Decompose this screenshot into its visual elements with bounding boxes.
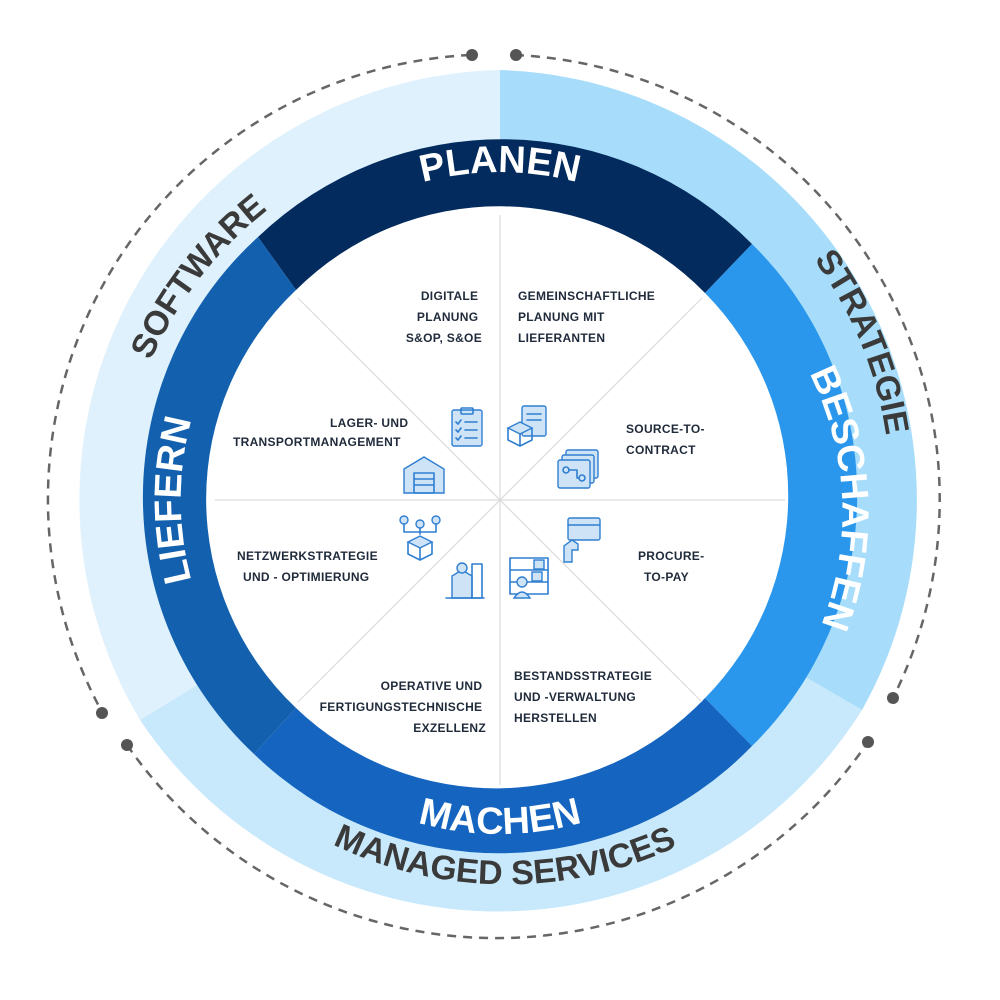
segment-netzwerkstrategie: NETZWERKSTRATEGIE UND - OPTIMIERUNG bbox=[237, 549, 382, 584]
network-box-icon bbox=[399, 515, 441, 561]
dashed-arcs bbox=[46, 53, 941, 940]
segment-lager-transport: LAGER- UND TRANSPORTMANAGEMENT bbox=[233, 416, 412, 449]
dashed-arc-left bbox=[46, 53, 471, 713]
inventory-shelf-person-icon bbox=[509, 557, 549, 599]
dashed-arc-right bbox=[514, 53, 941, 699]
warehouse-icon bbox=[403, 456, 445, 494]
segment-source-to-contract: SOURCE-TO- CONTRACT bbox=[626, 422, 708, 457]
segment-bestandsstrategie: BESTANDSSTRATEGIE UND -VERWALTUNG HERSTE… bbox=[514, 669, 656, 725]
ring-segment-liefern bbox=[142, 237, 296, 754]
workflow-cards-icon bbox=[557, 449, 599, 489]
inner-circle bbox=[215, 215, 785, 785]
main-ring bbox=[142, 139, 858, 854]
hand-card-payment-icon bbox=[563, 517, 601, 563]
dashed-arc-bottom bbox=[125, 741, 870, 940]
ring-segment-planen bbox=[258, 139, 752, 293]
segment-procure-to-pay: PROCURE- TO-PAY bbox=[638, 549, 708, 584]
segment-gemeinschaftliche-planung: GEMEINSCHAFTLICHE PLANUNG MIT LIEFERANTE… bbox=[518, 289, 659, 345]
ring-segment-beschaffen bbox=[705, 244, 858, 746]
segment-digitale-planung: DIGITALE PLANUNG S&OP, S&OE bbox=[406, 289, 482, 345]
segment-operative-exzellenz: OPERATIVE UND FERTIGUNGSTECHNISCHE EXZEL… bbox=[320, 679, 486, 735]
factory-worker-icon bbox=[445, 562, 485, 599]
clipboard-checklist-icon bbox=[451, 407, 483, 447]
box-and-document-icon bbox=[506, 405, 547, 447]
connector-dots bbox=[96, 49, 899, 751]
ring-segment-machen bbox=[254, 698, 752, 854]
